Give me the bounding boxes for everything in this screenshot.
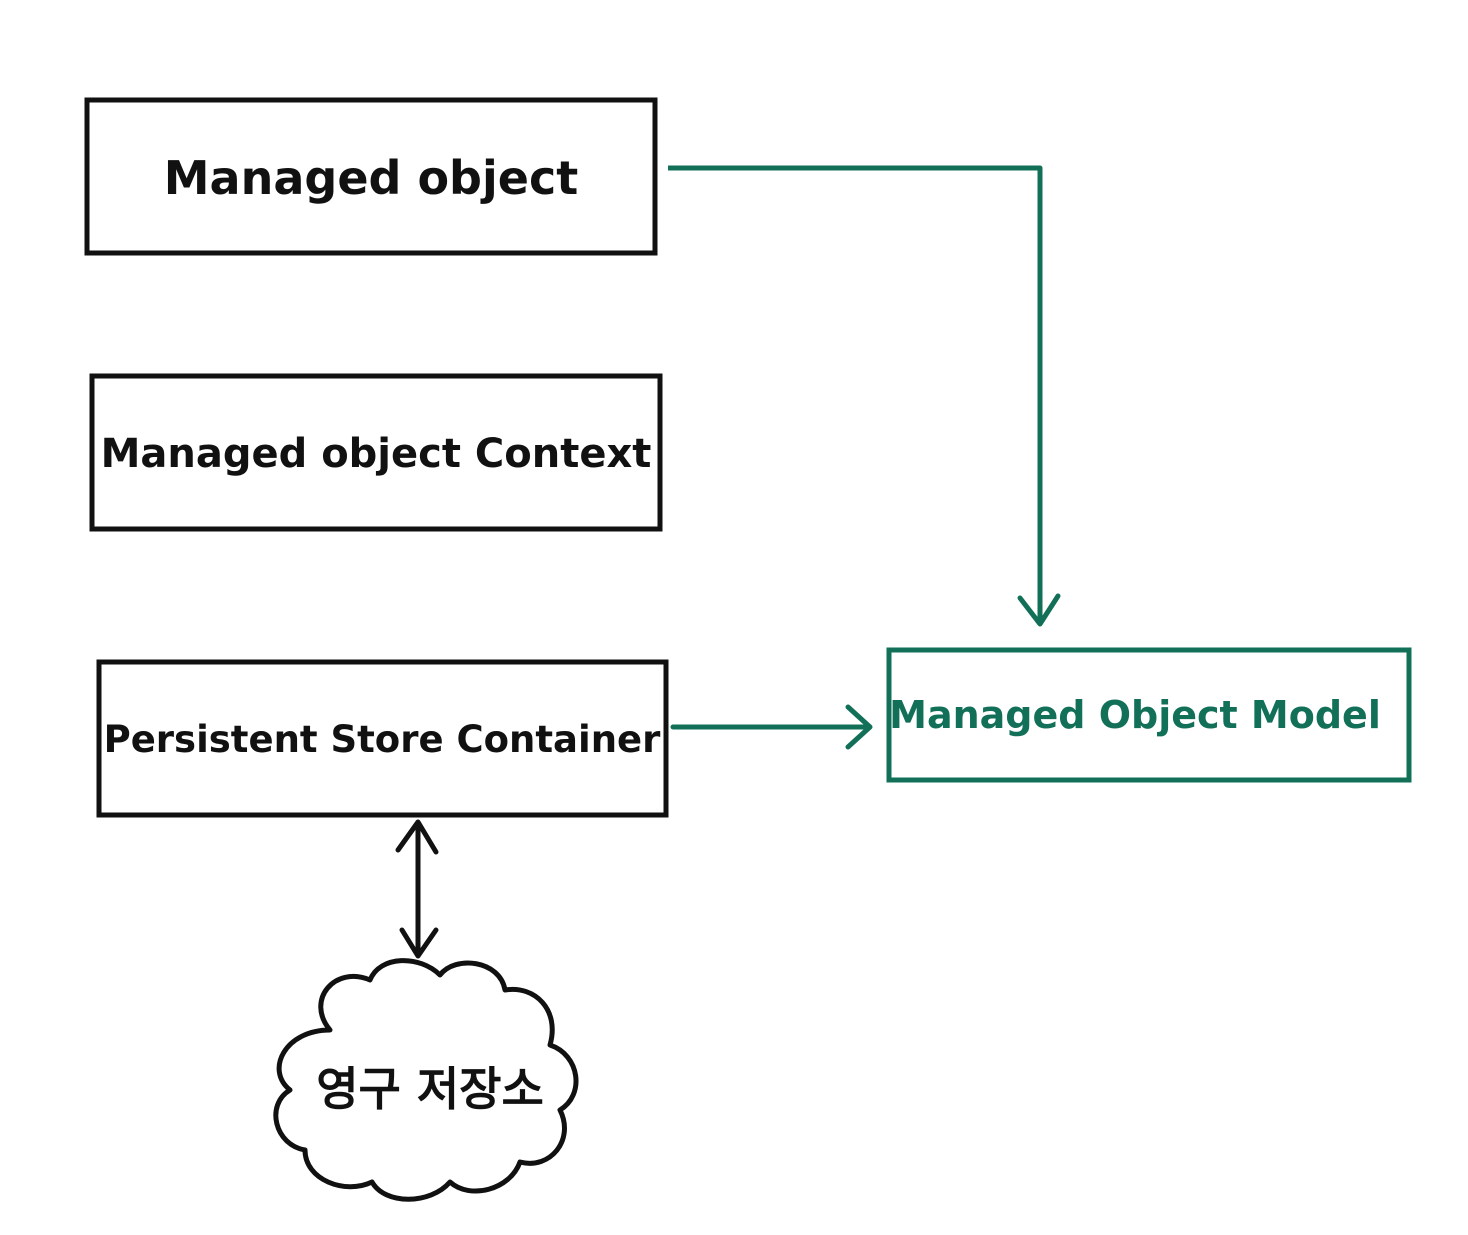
node-managed-object-label: Managed object — [164, 151, 578, 205]
cloud-icon — [273, 958, 579, 1202]
node-managed-object-model-box — [886, 647, 1412, 783]
node-persistent-store-container-box — [96, 659, 669, 818]
arrowhead-down-icon — [399, 927, 439, 959]
node-managed-object-box — [84, 97, 658, 256]
arrowhead-down-icon — [1017, 593, 1061, 627]
node-managed-object-model: Managed Object Model — [886, 647, 1412, 783]
node-persistent-store-label: 영구 저장소 — [316, 1062, 544, 1116]
node-managed-object-model-label: Managed Object Model — [889, 693, 1381, 737]
edge-managed-object-to-model-line — [668, 165, 1043, 622]
node-managed-object-context-box — [89, 373, 663, 532]
arrowhead-up-icon — [395, 819, 439, 855]
arrowhead-right-icon — [845, 704, 873, 750]
edge-managed-object-to-model — [668, 165, 1061, 627]
edge-container-to-store — [395, 819, 439, 959]
node-managed-object: Managed object — [84, 97, 658, 256]
node-managed-object-context-label: Managed object Context — [101, 431, 652, 477]
node-managed-object-context: Managed object Context — [89, 373, 663, 532]
node-persistent-store-container-label: Persistent Store Container — [104, 718, 662, 761]
node-persistent-store-container: Persistent Store Container — [96, 659, 669, 818]
edge-container-to-model — [670, 704, 873, 750]
node-persistent-store: 영구 저장소 — [273, 958, 579, 1202]
